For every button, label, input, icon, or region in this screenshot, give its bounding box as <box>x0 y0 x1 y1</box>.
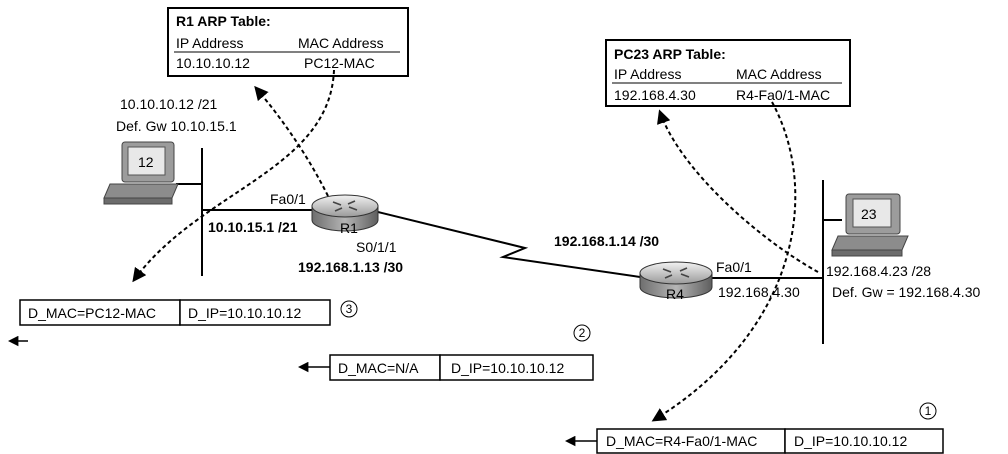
r4-fa-ip: 192.168.4.30 <box>718 284 800 300</box>
r4-s-ip: 192.168.1.14 /30 <box>554 233 659 249</box>
r1-fa-port: Fa0/1 <box>270 191 306 207</box>
router-r1-icon <box>311 194 379 232</box>
r1-s-ip: 192.168.1.13 /30 <box>298 259 403 275</box>
pc23-arp-mac: R4-Fa0/1-MAC <box>736 87 830 103</box>
pc12-computer-icon <box>103 141 179 205</box>
r1-s-port: S0/1/1 <box>356 239 397 255</box>
pc23-arp-ip: 192.168.4.30 <box>614 87 696 103</box>
pc12-gw-label: Def. Gw 10.10.15.1 <box>116 118 237 134</box>
pc12-ip-label: 10.10.10.12 /21 <box>120 96 218 112</box>
frame-2-step: 2 <box>579 326 586 340</box>
pc12-id: 12 <box>138 154 154 170</box>
r4-fa-port: Fa0/1 <box>716 259 752 275</box>
frame-3-step: 3 <box>346 302 353 316</box>
arp-to-lan-left-arrow <box>132 69 335 283</box>
r4-name: R4 <box>666 286 684 302</box>
pc23-id: 23 <box>861 206 877 222</box>
frame-2 <box>297 324 594 381</box>
frame-1-dip: D_IP=10.10.10.12 <box>794 433 907 449</box>
pc23-ip-label: 192.168.4.23 /28 <box>826 263 931 279</box>
pc23-to-arp-arrow <box>657 109 819 273</box>
r1-arp-mac: PC12-MAC <box>304 55 375 71</box>
frame-3-dmac: D_MAC=PC12-MAC <box>28 305 156 321</box>
pc23-gw-label: Def. Gw = 192.168.4.30 <box>832 284 980 300</box>
serial-link <box>377 211 641 278</box>
r1-arp-title: R1 ARP Table: <box>176 13 271 29</box>
frame-2-dip: D_IP=10.10.10.12 <box>451 360 564 376</box>
r1-name: R1 <box>340 220 358 236</box>
r1-to-arp-arrow <box>254 85 329 197</box>
r1-arp-table <box>167 7 409 77</box>
frame-1-dmac: D_MAC=R4-Fa0/1-MAC <box>606 433 757 449</box>
pc23-arp-col-mac: MAC Address <box>736 66 822 82</box>
frame-3 <box>7 299 358 347</box>
r1-arp-col-mac: MAC Address <box>298 35 384 51</box>
r1-fa-ip: 10.10.15.1 /21 <box>208 219 298 235</box>
r1-arp-ip: 10.10.10.12 <box>176 55 250 71</box>
pc23-arp-table <box>605 39 851 107</box>
arp-to-lan-right-arrow <box>651 101 797 422</box>
pc23-arp-col-ip: IP Address <box>614 66 681 82</box>
frame-1-step: 1 <box>925 404 932 418</box>
router-r4-icon <box>639 261 713 299</box>
frame-2-dmac: D_MAC=N/A <box>338 360 419 376</box>
frame-3-dip: D_IP=10.10.10.12 <box>188 305 301 321</box>
r1-arp-col-ip: IP Address <box>176 35 243 51</box>
pc23-computer-icon <box>831 193 909 257</box>
pc23-arp-title: PC23 ARP Table: <box>614 46 726 62</box>
frame-1 <box>564 402 944 454</box>
